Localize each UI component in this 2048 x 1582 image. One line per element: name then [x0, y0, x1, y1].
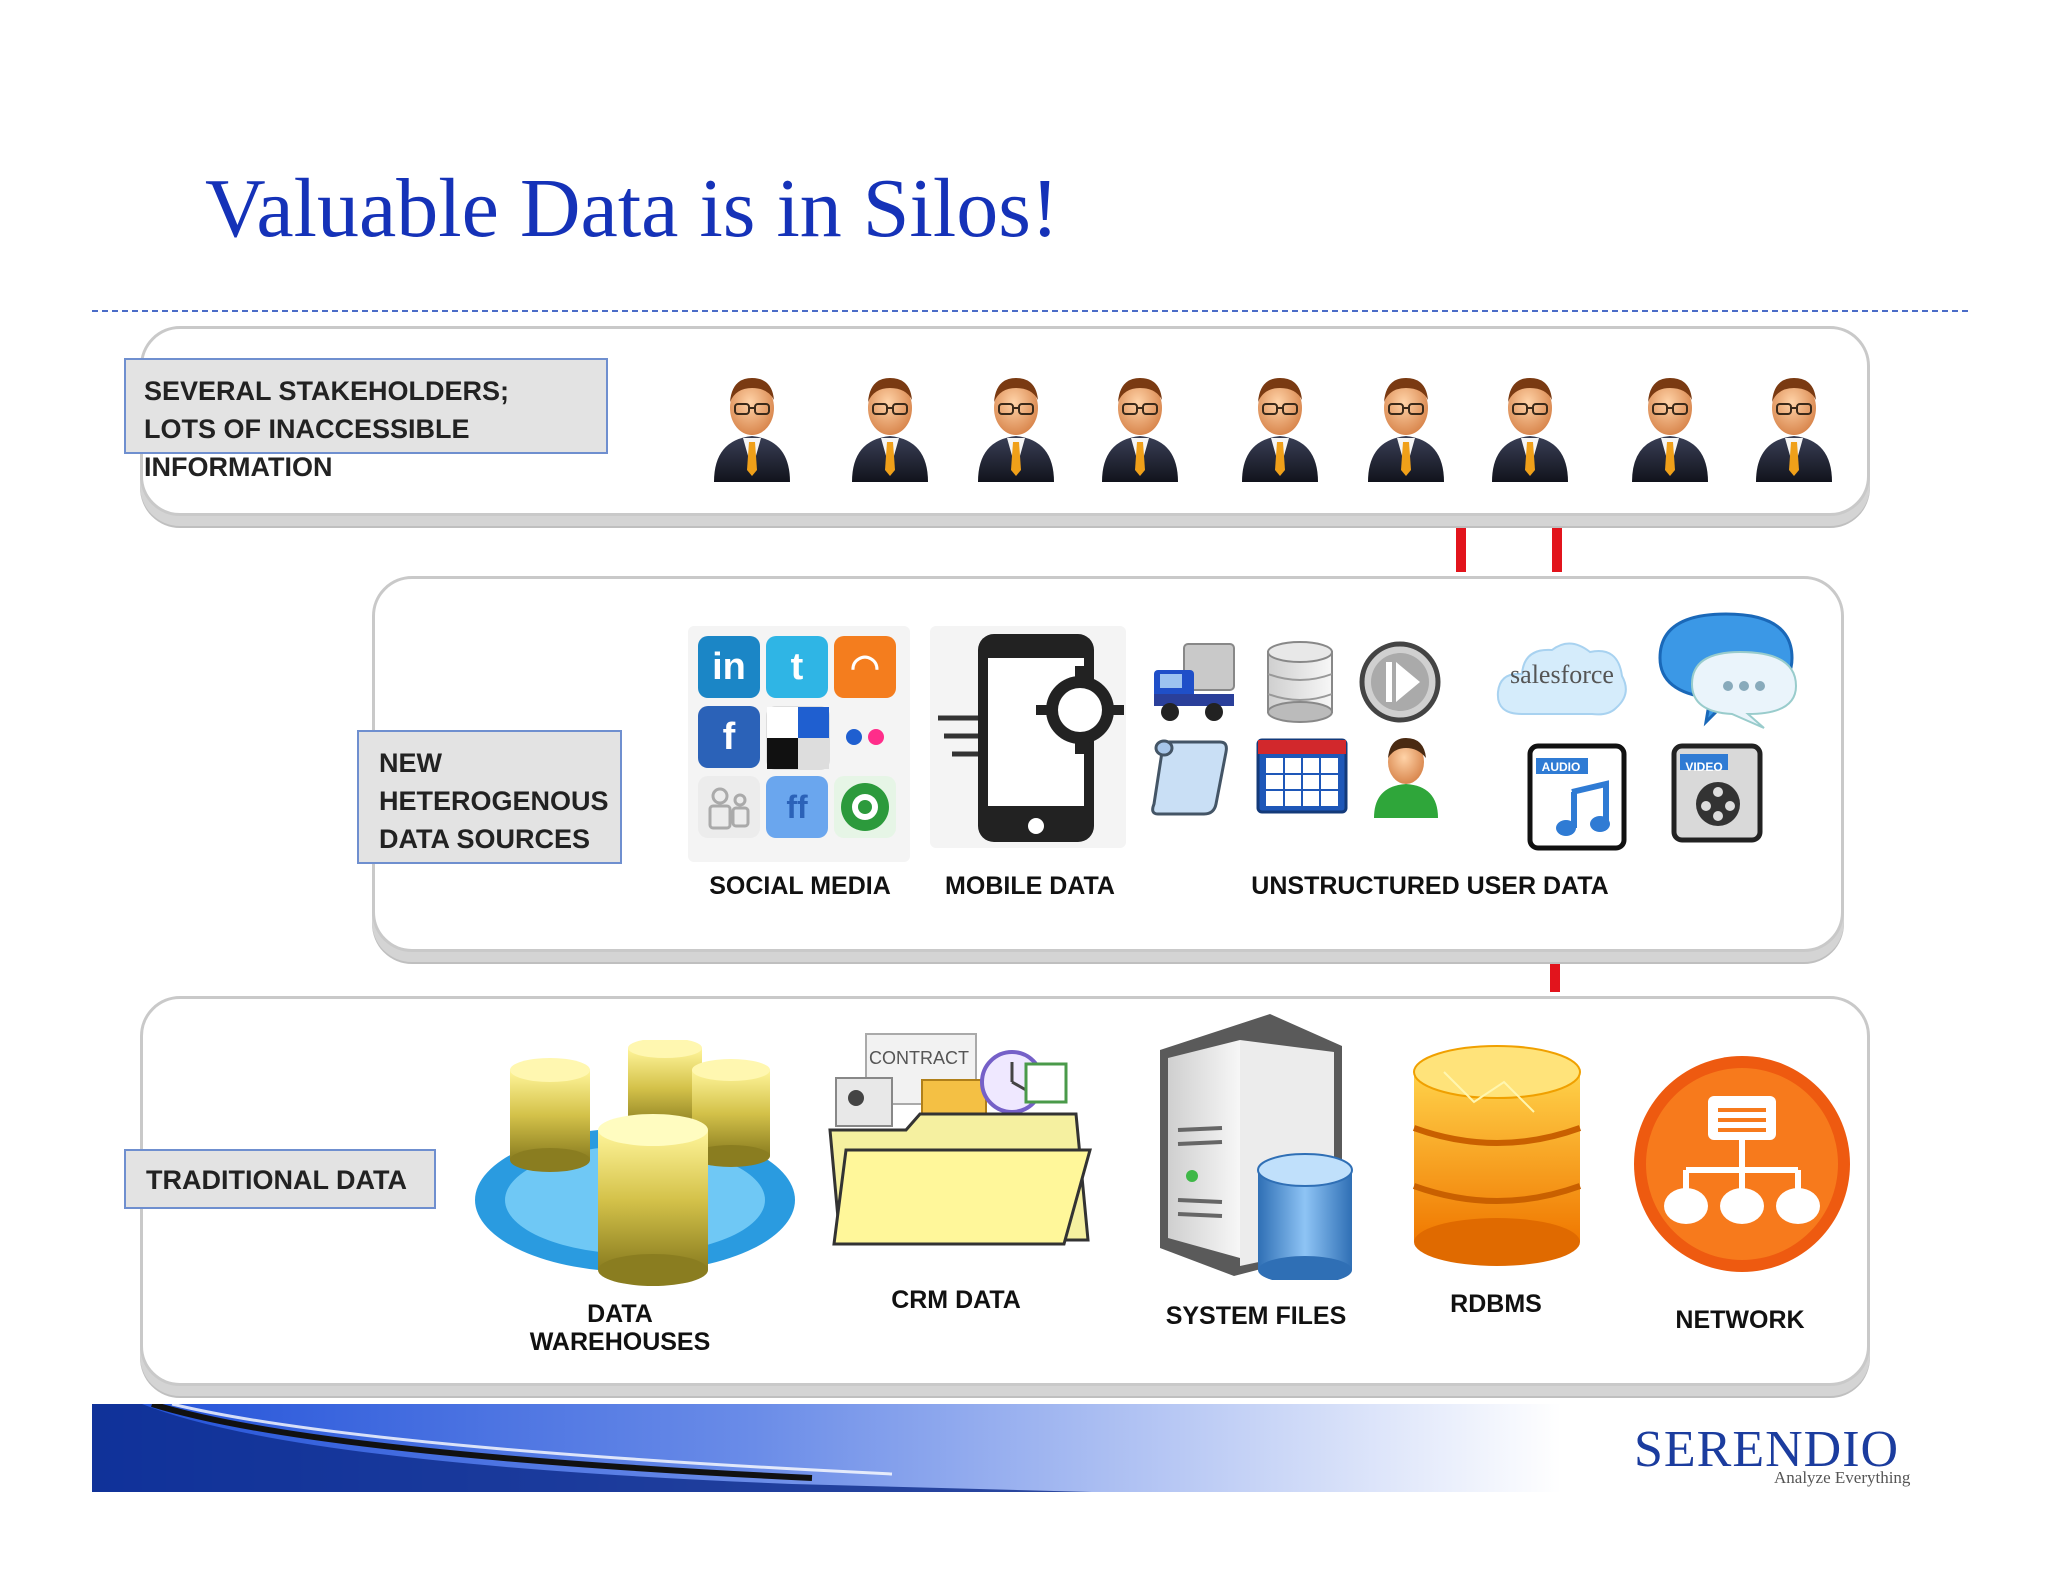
- friendfeed-icon: ff: [766, 776, 828, 838]
- audio-file-icon: [1527, 743, 1627, 851]
- businessman-icon: [1628, 370, 1712, 482]
- mobile-data-label: MOBILE DATA: [945, 872, 1115, 900]
- video-badge: VIDEO: [1685, 760, 1723, 774]
- flickr-icon: [834, 706, 896, 768]
- title-divider: [92, 310, 1968, 312]
- connector-link: [1550, 950, 1560, 992]
- salesforce-logo-text: salesforce: [1510, 660, 1614, 689]
- audio-badge: AUDIO: [1541, 760, 1581, 774]
- calendar-grid-icon: [1256, 738, 1348, 814]
- delicious-icon: [766, 706, 830, 770]
- stumbleupon-icon: [834, 776, 896, 838]
- page-title: Valuable Data is in Silos!: [205, 162, 1059, 255]
- businessman-icon: [848, 370, 932, 482]
- businessman-icon: [1752, 370, 1836, 482]
- crm-folder-icon: [828, 1033, 1092, 1246]
- play-media-icon: [1359, 641, 1441, 723]
- server-icon: [1160, 1014, 1353, 1280]
- businessman-icon: [1238, 370, 1322, 482]
- connector-link: [1552, 528, 1562, 572]
- system-files-label: SYSTEM FILES: [1165, 1302, 1347, 1330]
- rdbms-icon: [1412, 1045, 1582, 1266]
- footer-swoosh: [92, 1404, 1562, 1492]
- sources-label: NEW HETEROGENOUS DATA SOURCES: [357, 730, 622, 864]
- video-file-icon: [1671, 743, 1763, 843]
- rdbms-label: RDBMS: [1450, 1290, 1542, 1318]
- smartphone-icon: [938, 634, 1124, 842]
- unstructured-user-data-label: UNSTRUCTURED USER DATA: [1251, 872, 1609, 900]
- serendio-tagline: Analyze Everything: [1774, 1468, 1911, 1487]
- stakeholders-label: SEVERAL STAKEHOLDERS; LOTS OF INACCESSIB…: [124, 358, 608, 482]
- database-icon: [1267, 641, 1333, 723]
- myspace-icon: [698, 776, 760, 838]
- social-media-label: SOCIAL MEDIA: [709, 872, 891, 900]
- connector-link: [1456, 528, 1466, 572]
- twitter-icon: t: [766, 636, 828, 698]
- data-warehouses-label: DATA WAREHOUSES: [529, 1300, 711, 1356]
- businessman-icon: [1098, 370, 1182, 482]
- user-profile-icon: [1374, 738, 1438, 818]
- businessman-icon: [1364, 370, 1448, 482]
- network-icon: [1634, 1056, 1850, 1272]
- chat-bubble-icon: [1658, 612, 1798, 729]
- businessman-icon: [974, 370, 1058, 482]
- traditional-label: TRADITIONAL DATA: [124, 1149, 436, 1209]
- scroll-document-icon: [1151, 739, 1228, 816]
- network-label: NETWORK: [1675, 1306, 1805, 1334]
- serendio-logo: SERENDIO: [1634, 1421, 1900, 1478]
- data-warehouse-icon: [475, 1040, 795, 1286]
- truck-icon: [1154, 643, 1235, 721]
- crm-data-label: CRM DATA: [891, 1286, 1021, 1314]
- facebook-icon: f: [698, 706, 760, 768]
- salesforce-cloud-icon: [1496, 642, 1627, 716]
- rss-icon: ◠: [834, 636, 896, 698]
- businessman-icon: [710, 370, 794, 482]
- businessman-icon: [1488, 370, 1572, 482]
- linkedin-icon: in: [698, 636, 760, 698]
- contract-text: CONTRACT: [869, 1048, 969, 1068]
